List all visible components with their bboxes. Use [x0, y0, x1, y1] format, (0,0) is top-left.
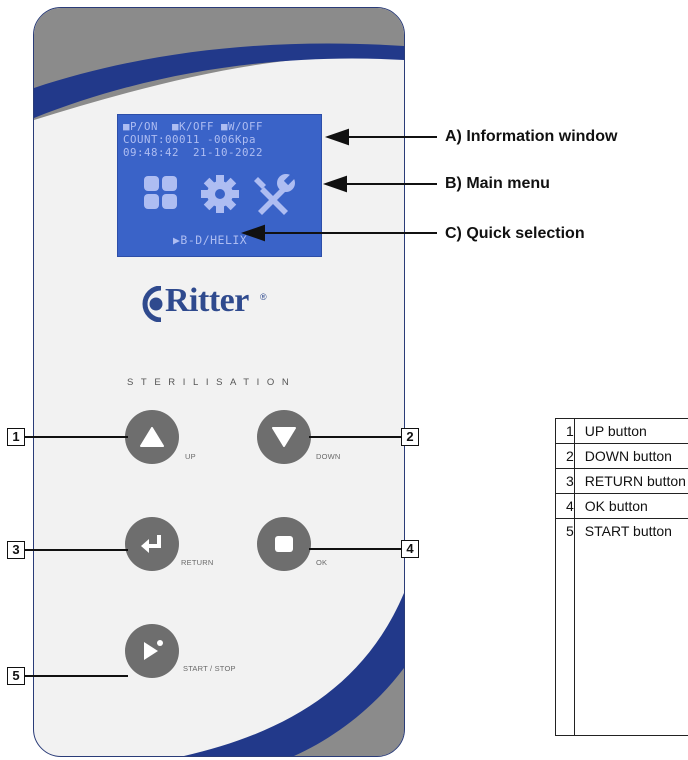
count-line: COUNT:00011 -006Kpa [123, 133, 257, 146]
return-caption: RETURN [181, 558, 214, 567]
play-dot-icon [144, 640, 163, 660]
start-stop-button[interactable] [125, 624, 179, 678]
ok-button[interactable] [257, 517, 311, 571]
information-window-label: A) Information window [445, 128, 618, 145]
start-stop-caption: START / STOP [183, 664, 236, 673]
callout-number-3: 3 [7, 541, 25, 559]
panel-decoration [34, 8, 404, 756]
ritter-logo-mark [142, 286, 163, 322]
table-row: 3 RETURN button [555, 468, 688, 494]
down-button[interactable] [257, 410, 311, 464]
row-number: 1 [555, 418, 575, 444]
table-row: 2 DOWN button [555, 443, 688, 469]
callout-number-2: 2 [401, 428, 419, 446]
button-legend: 1 UP button 2 DOWN button 3 RETURN butto… [555, 418, 688, 760]
row-number: 4 [555, 493, 575, 519]
callout-line-5 [25, 675, 128, 677]
callout-line-1 [25, 436, 128, 438]
down-caption: DOWN [316, 452, 341, 461]
wrench-screwdriver-icon[interactable] [252, 173, 296, 215]
row-text: START button [573, 518, 688, 736]
row-text: DOWN button [573, 443, 688, 469]
triangle-up-icon [140, 427, 164, 447]
grid-menu-icon[interactable] [142, 173, 180, 213]
table-row: 1 UP button [555, 418, 688, 444]
triangle-down-icon [272, 427, 296, 447]
row-text: UP button [573, 418, 688, 444]
up-caption: UP [185, 452, 196, 461]
callout-line-4 [309, 548, 401, 550]
quick-selection-label: C) Quick selection [445, 225, 585, 242]
row-text: RETURN button [573, 468, 688, 494]
button-legend-table: 1 UP button 2 DOWN button 3 RETURN butto… [555, 418, 688, 736]
datetime-line: 09:48:42 21-10-2022 [123, 146, 264, 159]
status-line: ■P/ON ■K/OFF ■W/OFF [123, 120, 264, 133]
row-number: 3 [555, 468, 575, 494]
callout-line-2 [309, 436, 401, 438]
callout-number-1: 1 [7, 428, 25, 446]
gear-icon[interactable] [200, 173, 240, 215]
ok-caption: OK [316, 558, 328, 567]
up-button[interactable] [125, 410, 179, 464]
table-row: 5 START button [555, 518, 688, 736]
callout-number-4: 4 [401, 540, 419, 558]
brand-tagline: STERILISATION [127, 377, 297, 388]
row-number: 2 [555, 443, 575, 469]
table-row: 4 OK button [555, 493, 688, 519]
callout-line-3 [25, 549, 128, 551]
row-text: OK button [573, 493, 688, 519]
quick-selection[interactable]: ▶B-D/HELIX [173, 233, 248, 247]
brand-name: Ritter [165, 282, 249, 319]
row-number: 5 [555, 518, 575, 736]
callout-number-5: 5 [7, 667, 25, 685]
square-icon [275, 536, 293, 552]
registered-mark: ® [260, 292, 267, 302]
return-arrow-icon [141, 535, 161, 553]
main-menu-label: B) Main menu [445, 175, 550, 192]
return-button[interactable] [125, 517, 179, 571]
